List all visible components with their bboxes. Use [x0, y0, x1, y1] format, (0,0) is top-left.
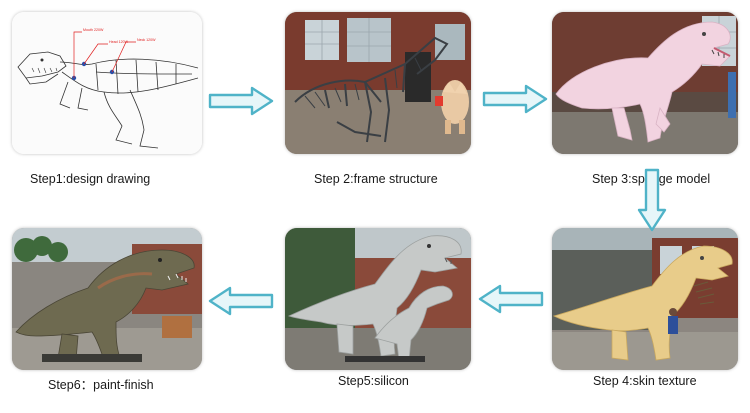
arrow-right-step2-to-step3 [482, 84, 548, 114]
arrow-down-step3-to-step4 [637, 168, 667, 232]
caption-step5: Step5:silicon [338, 374, 409, 388]
design-drawing-sketch: Mouth 220W Head 120W Neck 120W [12, 12, 202, 154]
annotation-mouth: Mouth 220W [83, 28, 104, 32]
sponge-model-photo [552, 12, 738, 154]
photo-step6-paint-finish [12, 228, 202, 370]
silicon-photo [285, 228, 471, 370]
skin-texture-photo [552, 228, 738, 370]
arrow-left-icon [478, 284, 544, 314]
caption-step2: Step 2:frame structure [314, 172, 438, 186]
photo-step2-frame-structure [285, 12, 471, 154]
frame-structure-photo [285, 12, 471, 154]
photo-step4-skin-texture [552, 228, 738, 370]
caption-step6: Step6：paint-finish [48, 378, 154, 392]
arrow-down-icon [637, 168, 667, 232]
photo-step1-design-drawing: Mouth 220W Head 120W Neck 120W [12, 12, 202, 154]
arrow-right-step1-to-step2 [208, 86, 274, 116]
photo-step3-sponge-model [552, 12, 738, 154]
arrow-left-step5-to-step6 [208, 286, 274, 316]
caption-step4: Step 4:skin texture [593, 374, 697, 388]
annotation-neck: Neck 120W [137, 38, 156, 42]
arrow-left-icon [208, 286, 274, 316]
caption-step1: Step1:design drawing [30, 172, 151, 186]
arrow-right-icon [482, 84, 548, 114]
annotation-head: Head 120W [109, 40, 129, 44]
arrow-left-step4-to-step5 [478, 284, 544, 314]
photo-step5-silicon [285, 228, 471, 370]
paint-finish-photo [12, 228, 202, 370]
arrow-right-icon [208, 86, 274, 116]
